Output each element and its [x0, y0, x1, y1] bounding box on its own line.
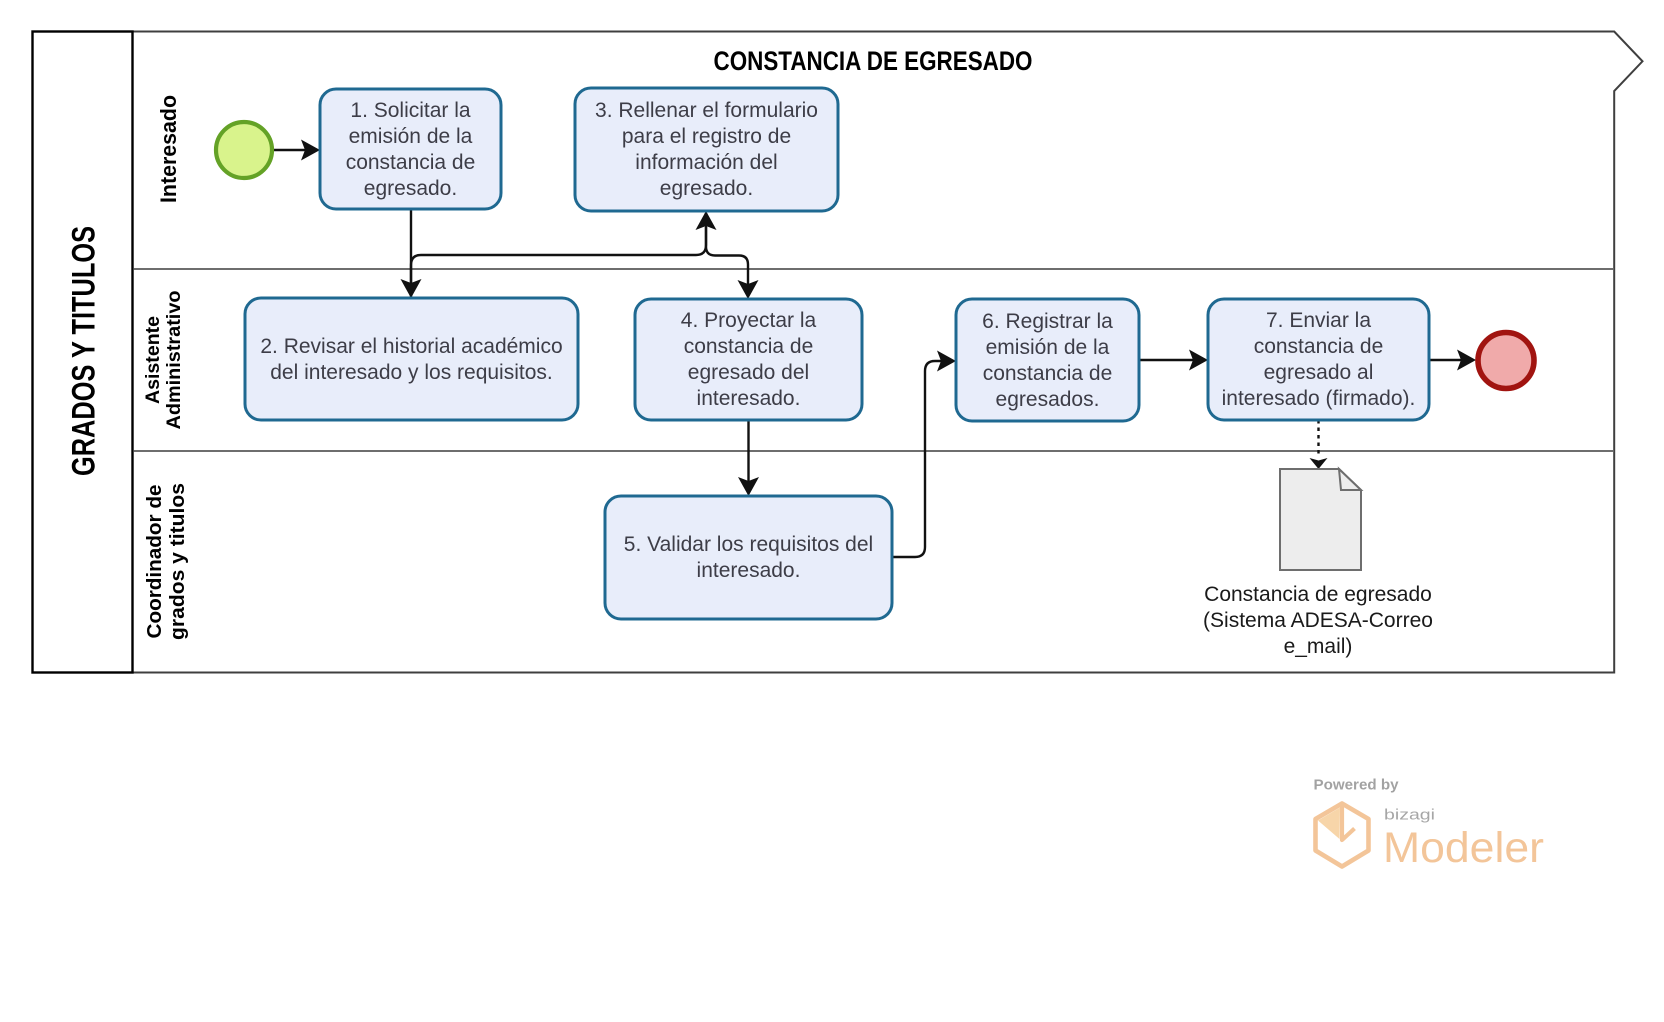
svg-text:grados y titulos: grados y titulos — [167, 483, 189, 640]
svg-text:(Sistema ADESA-Correo: (Sistema ADESA-Correo — [1203, 609, 1433, 632]
svg-text:bizagi: bizagi — [1384, 807, 1435, 824]
svg-text:Coordinador de: Coordinador de — [144, 485, 166, 639]
svg-text:Administrativo: Administrativo — [164, 291, 185, 430]
svg-text:CONSTANCIA DE EGRESADO: CONSTANCIA DE EGRESADO — [714, 46, 1033, 76]
svg-text:e_mail): e_mail) — [1284, 635, 1353, 658]
svg-text:Constancia de egresado: Constancia de egresado — [1204, 583, 1432, 606]
svg-text:Powered by: Powered by — [1314, 778, 1399, 794]
svg-text:Modeler: Modeler — [1383, 824, 1544, 872]
svg-text:GRADOS Y TITULOS: GRADOS Y TITULOS — [66, 226, 102, 476]
svg-text:Interesado: Interesado — [156, 95, 181, 203]
svg-text:Asistente: Asistente — [143, 316, 164, 404]
